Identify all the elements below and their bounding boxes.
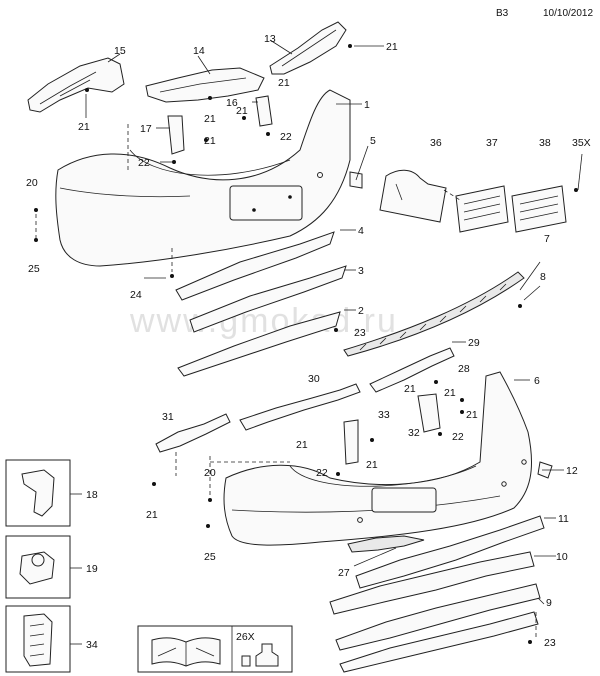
callout-21: 21 <box>366 459 378 471</box>
callout-21: 21 <box>78 121 90 133</box>
trim-strip-7 <box>343 271 525 357</box>
bracket-32 <box>417 393 441 433</box>
callout-21: 21 <box>146 509 158 521</box>
callout-2: 2 <box>358 305 364 317</box>
callout-4: 4 <box>358 225 364 237</box>
bracket-right-13 <box>269 21 347 75</box>
callout-12: 12 <box>566 465 578 477</box>
page-date: 10/10/2012 <box>543 8 593 19</box>
bracket-left-15 <box>27 57 125 113</box>
callout-5: 5 <box>370 135 376 147</box>
callout-21: 21 <box>278 77 290 89</box>
watermark: www.gmokad.ru <box>129 302 398 340</box>
callout-30: 30 <box>308 373 320 385</box>
rear-bumper-cover-lower <box>223 371 533 546</box>
callout-37: 37 <box>486 137 498 149</box>
callout-11: 11 <box>558 513 569 525</box>
callout-29: 29 <box>468 337 480 349</box>
callout-21: 21 <box>296 439 308 451</box>
callout-18: 18 <box>86 489 98 501</box>
bracket-29 <box>369 347 455 393</box>
plate-bracket-37 <box>455 185 509 233</box>
plate-recess-upper <box>229 185 303 221</box>
bracket-31 <box>155 413 231 453</box>
applicator-icon <box>241 655 251 667</box>
callout-7: 7 <box>544 233 550 245</box>
bracket-center-14 <box>145 67 265 103</box>
callout-8: 8 <box>540 271 546 283</box>
callout-28: 28 <box>458 363 470 375</box>
callout-35x: 35X <box>572 137 591 149</box>
grille-9 <box>335 583 541 651</box>
leader-lines <box>85 39 583 605</box>
callout-14: 14 <box>193 45 205 57</box>
plate-bracket-38 <box>511 185 567 233</box>
callout-3: 3 <box>358 265 364 277</box>
adhesive-tube-icon <box>255 643 279 667</box>
callout-25: 25 <box>204 551 216 563</box>
callout-16: 16 <box>226 97 238 109</box>
plate-recess-lower <box>371 487 437 513</box>
callout-10: 10 <box>556 551 568 563</box>
callout-25: 25 <box>28 263 40 275</box>
grille-3 <box>189 265 347 333</box>
detail-box-19: 19 <box>5 535 98 599</box>
bracket-17 <box>167 115 185 155</box>
detail-box-18: 18 <box>5 459 98 527</box>
callout-33: 33 <box>378 409 390 421</box>
grille-9b <box>339 611 539 673</box>
callout-36: 36 <box>430 137 442 149</box>
fasteners <box>34 44 578 644</box>
callout-13: 13 <box>264 33 276 45</box>
callout-27: 27 <box>338 567 350 579</box>
trim-27 <box>347 535 425 553</box>
callout-21: 21 <box>236 105 248 117</box>
bracket-33 <box>343 419 359 465</box>
page-code: B3 <box>496 8 509 19</box>
callouts: 21 13 14 15 21 1 16 21 21 17 21 22 21 5 … <box>26 33 591 649</box>
callout-34: 34 <box>86 639 98 651</box>
callout-20: 20 <box>204 467 216 479</box>
callout-6: 6 <box>534 375 540 387</box>
callout-22: 22 <box>452 431 464 443</box>
callout-21: 21 <box>466 409 478 421</box>
grille-11 <box>355 515 545 589</box>
callout-22: 22 <box>280 131 292 143</box>
rear-bumper-cover-upper <box>55 89 351 267</box>
callout-15: 15 <box>114 45 126 57</box>
callout-26x: 26X <box>236 631 255 643</box>
callout-19: 19 <box>86 563 98 575</box>
callout-32: 32 <box>408 427 420 439</box>
callout-21: 21 <box>404 383 416 395</box>
callout-1: 1 <box>364 99 370 111</box>
plate-shield-36 <box>379 169 447 223</box>
callout-31: 31 <box>162 411 174 423</box>
callout-21: 21 <box>444 387 456 399</box>
callout-21: 21 <box>204 113 216 125</box>
callout-21: 21 <box>204 135 216 147</box>
detail-box-34: 34 <box>5 605 98 673</box>
callout-24: 24 <box>130 289 142 301</box>
grille-2 <box>177 311 341 377</box>
callout-22: 22 <box>138 157 150 169</box>
grille-4 <box>175 231 335 301</box>
callout-23: 23 <box>544 637 556 649</box>
info-box: 26X <box>137 625 293 673</box>
callout-9: 9 <box>546 597 552 609</box>
grille-10 <box>329 551 535 615</box>
callout-20: 20 <box>26 177 38 189</box>
callout-23: 23 <box>354 327 366 339</box>
callout-17: 17 <box>140 123 152 135</box>
callout-21: 21 <box>386 41 398 53</box>
callout-38: 38 <box>539 137 551 149</box>
fastener-8 <box>518 304 522 308</box>
callout-22: 22 <box>316 467 328 479</box>
bracket-16 <box>255 95 273 127</box>
bracket-30 <box>239 383 361 431</box>
